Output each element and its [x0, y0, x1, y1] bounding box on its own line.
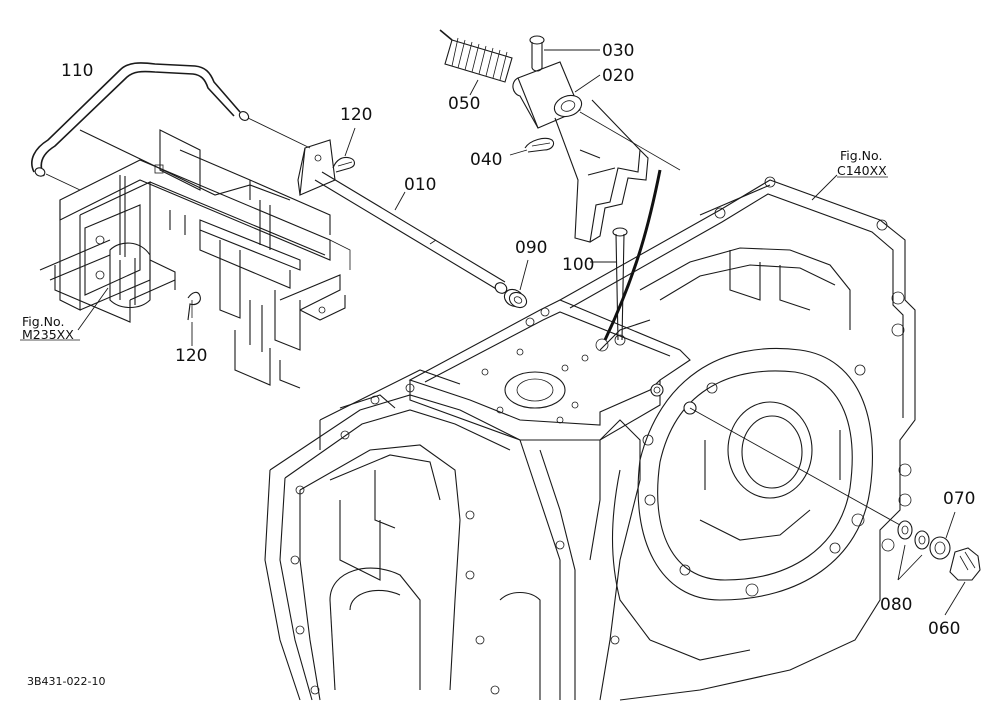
- label-090: 090: [515, 238, 547, 258]
- part-100-rod: [590, 169, 662, 341]
- part-020-shift-fork: [512, 61, 681, 243]
- fig-ref-c140-label: Fig.No.: [840, 148, 882, 163]
- part-040-clip: [509, 137, 555, 156]
- label-070: 070: [943, 489, 975, 509]
- label-120-lower: 120: [175, 346, 207, 366]
- label-080: 080: [880, 595, 912, 615]
- label-120-upper: 120: [340, 105, 372, 125]
- part-110-rod: [31, 62, 311, 191]
- part-070-washer: [929, 511, 956, 560]
- part-120-clip-upper: [332, 127, 356, 173]
- part-060-plug: [944, 547, 981, 616]
- label-010: 010: [404, 175, 436, 195]
- c140-leader: [811, 174, 838, 201]
- label-040: 040: [470, 150, 502, 170]
- part-030-pin: [529, 35, 600, 72]
- label-060: 060: [928, 619, 960, 639]
- label-110: 110: [61, 61, 93, 81]
- part-120-clip-lower: [187, 291, 201, 346]
- m235-leader: [77, 287, 109, 331]
- fig-ref-m235-label: Fig.No.: [22, 314, 64, 329]
- left-frame-assembly: [39, 129, 351, 389]
- label-100: 100: [562, 255, 594, 275]
- label-030: 030: [602, 41, 634, 61]
- part-050-spring: [439, 29, 513, 96]
- label-050: 050: [448, 94, 480, 114]
- part-090-bushing: [503, 259, 529, 309]
- part-080-seals: [689, 407, 930, 581]
- part-010-shaft: [297, 139, 508, 294]
- fig-ref-c140-code: C140XX: [837, 163, 887, 178]
- drawing-code: 3B431-022-10: [27, 675, 105, 688]
- fig-ref-m235-code: M235XX: [22, 327, 74, 342]
- transmission-case: [264, 176, 916, 701]
- label-020: 020: [602, 66, 634, 86]
